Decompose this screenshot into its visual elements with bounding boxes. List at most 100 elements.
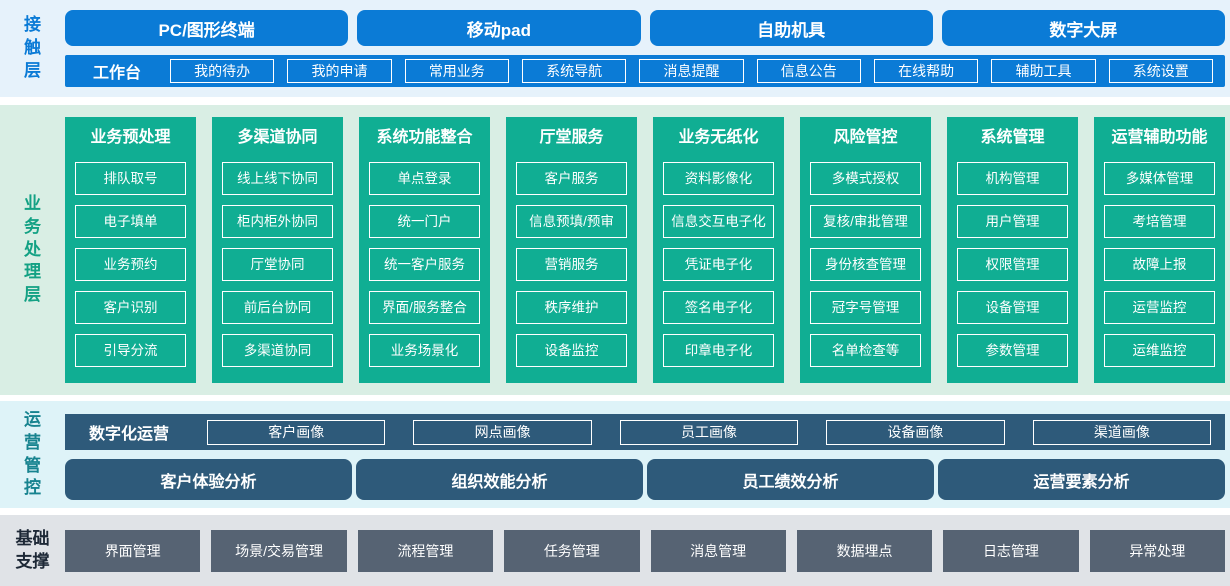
column-item: 多媒体管理: [1104, 162, 1215, 195]
column-item: 客户识别: [75, 291, 186, 324]
digital-operations-label: 数字化运营: [88, 426, 169, 443]
column-title: 系统功能整合: [376, 129, 473, 146]
column-item: 多渠道协同: [222, 334, 333, 367]
column-title: 业务无纸化: [678, 129, 759, 146]
digital-operations-bar: 数字化运营 客户画像 网点画像 员工画像 设备画像 渠道画像: [65, 414, 1225, 450]
profile-item-employee: 员工画像: [619, 419, 799, 445]
analysis-row: 客户体验分析 组织效能分析 员工绩效分析 运营要素分析: [65, 459, 1225, 500]
column-item: 签名电子化: [663, 291, 774, 324]
profile-item-branch: 网点画像: [413, 419, 592, 445]
business-columns: 业务预处理 排队取号 电子填单 业务预约 客户识别 引导分流 多渠道协同 线上线…: [65, 105, 1230, 395]
foundation-layer-band: 基础支撑 界面管理 场景/交易管理 流程管理 任务管理 消息管理 数据埋点 日志…: [0, 515, 1230, 586]
contact-layer-band: 接触层 PC/图形终端 移动pad 自助机具 数字大屏 工作台 我的待办 我的申…: [0, 0, 1230, 97]
business-column-system-integration: 系统功能整合 单点登录 统一门户 统一客户服务 界面/服务整合 业务场景化: [359, 117, 490, 383]
column-item: 复核/审批管理: [810, 205, 921, 238]
business-layer-label: 业务处理层: [24, 193, 41, 305]
foundation-item-task-mgmt: 任务管理: [504, 529, 640, 572]
column-title: 系统管理: [980, 129, 1045, 146]
column-item: 参数管理: [957, 334, 1068, 367]
foundation-items-row: 界面管理 场景/交易管理 流程管理 任务管理 消息管理 数据埋点 日志管理 异常…: [65, 515, 1230, 586]
business-layer-band: 业务处理层 业务预处理 排队取号 电子填单 业务预约 客户识别 引导分流 多渠道…: [0, 105, 1230, 395]
analysis-box-org-efficiency: 组织效能分析: [356, 459, 643, 500]
column-item: 考培管理: [1104, 205, 1215, 238]
workbench-item-my-applications: 我的申请: [287, 59, 392, 83]
business-column-preprocess: 业务预处理 排队取号 电子填单 业务预约 客户识别 引导分流: [65, 117, 196, 383]
workbench-item-my-todo: 我的待办: [170, 59, 275, 83]
business-column-hall-service: 厅堂服务 客户服务 信息预填/预审 营销服务 秩序维护 设备监控: [506, 117, 637, 383]
business-column-system-mgmt: 系统管理 机构管理 用户管理 权限管理 设备管理 参数管理: [947, 117, 1078, 383]
column-title: 多渠道协同: [237, 129, 318, 146]
column-item: 线上线下协同: [222, 162, 333, 195]
column-item: 客户服务: [516, 162, 627, 195]
workbench-item-online-help: 在线帮助: [873, 59, 979, 83]
column-item: 运营监控: [1104, 291, 1215, 324]
column-item: 厅堂协同: [222, 248, 333, 281]
contact-layer-gutter: 接触层: [0, 0, 65, 97]
operations-layer-band: 运营管控 数字化运营 客户画像 网点画像 员工画像 设备画像 渠道画像 客户体验…: [0, 401, 1230, 508]
foundation-item-scene-transaction-mgmt: 场景/交易管理: [211, 529, 347, 572]
foundation-item-message-mgmt: 消息管理: [650, 529, 786, 572]
channel-box-mobile-pad: 移动pad: [357, 10, 641, 46]
channel-box-pc-terminal: PC/图形终端: [65, 10, 349, 46]
column-item: 权限管理: [957, 248, 1068, 281]
workbench-item-system-navigation: 系统导航: [521, 59, 627, 83]
workbench-bar: 工作台 我的待办 我的申请 常用业务 系统导航 消息提醒 信息公告 在线帮助 辅…: [65, 55, 1225, 87]
column-item: 名单检查等: [810, 334, 921, 367]
contact-layer-label: 接触层: [24, 15, 41, 80]
profile-item-customer: 客户画像: [207, 419, 386, 445]
workbench-item-common-business: 常用业务: [404, 59, 509, 83]
column-item: 用户管理: [957, 205, 1068, 238]
column-item: 设备监控: [516, 334, 627, 367]
column-item: 设备管理: [957, 291, 1068, 324]
profile-item-channel: 渠道画像: [1032, 419, 1212, 445]
column-title: 业务预处理: [90, 129, 171, 146]
column-item: 信息预填/预审: [516, 205, 627, 238]
foundation-item-interface-mgmt: 界面管理: [65, 529, 201, 572]
column-item: 冠字号管理: [810, 291, 921, 324]
channel-box-self-service: 自助机具: [649, 10, 933, 46]
column-title: 风险管控: [833, 129, 898, 146]
foundation-layer-gutter: 基础支撑: [0, 515, 65, 586]
operations-layer-content: 数字化运营 客户画像 网点画像 员工画像 设备画像 渠道画像 客户体验分析 组织…: [65, 401, 1230, 508]
column-item: 秩序维护: [516, 291, 627, 324]
analysis-box-ops-elements: 运营要素分析: [938, 459, 1225, 500]
analysis-box-employee-performance: 员工绩效分析: [647, 459, 934, 500]
column-item: 引导分流: [75, 334, 186, 367]
column-item: 前后台协同: [222, 291, 333, 324]
column-item: 凭证电子化: [663, 248, 774, 281]
business-column-ops-auxiliary: 运营辅助功能 多媒体管理 考培管理 故障上报 运营监控 运维监控: [1094, 117, 1225, 383]
analysis-box-customer-experience: 客户体验分析: [65, 459, 352, 500]
business-column-multichannel: 多渠道协同 线上线下协同 柜内柜外协同 厅堂协同 前后台协同 多渠道协同: [212, 117, 343, 383]
column-item: 电子填单: [75, 205, 186, 238]
column-item: 机构管理: [957, 162, 1068, 195]
business-column-paperless: 业务无纸化 资料影像化 信息交互电子化 凭证电子化 签名电子化 印章电子化: [653, 117, 784, 383]
column-title: 厅堂服务: [539, 129, 604, 146]
contact-layer-content: PC/图形终端 移动pad 自助机具 数字大屏 工作台 我的待办 我的申请 常用…: [65, 0, 1230, 97]
workbench-item-message-reminder: 消息提醒: [639, 59, 744, 83]
column-item: 业务场景化: [369, 334, 480, 367]
operations-layer-gutter: 运营管控: [0, 401, 65, 508]
workbench-item-auxiliary-tools: 辅助工具: [991, 59, 1096, 83]
column-item: 统一客户服务: [369, 248, 480, 281]
workbench-item-info-announcement: 信息公告: [756, 59, 861, 83]
foundation-layer-label: 基础支撑: [15, 529, 50, 571]
column-item: 柜内柜外协同: [222, 205, 333, 238]
profile-item-device: 设备画像: [826, 419, 1005, 445]
column-item: 单点登录: [369, 162, 480, 195]
column-item: 界面/服务整合: [369, 291, 480, 324]
column-item: 营销服务: [516, 248, 627, 281]
channel-box-digital-screen: 数字大屏: [941, 10, 1225, 46]
foundation-item-data-tracking: 数据埋点: [796, 529, 933, 572]
business-layer-gutter: 业务处理层: [0, 105, 65, 395]
column-item: 印章电子化: [663, 334, 774, 367]
foundation-item-process-mgmt: 流程管理: [357, 529, 494, 572]
column-item: 身份核查管理: [810, 248, 921, 281]
workbench-item-system-settings: 系统设置: [1108, 59, 1213, 83]
column-title: 运营辅助功能: [1111, 129, 1208, 146]
foundation-item-exception-handling: 异常处理: [1089, 529, 1225, 572]
column-item: 故障上报: [1104, 248, 1215, 281]
channel-row: PC/图形终端 移动pad 自助机具 数字大屏: [65, 10, 1225, 46]
workbench-label: 工作台: [92, 65, 141, 82]
column-item: 统一门户: [369, 205, 480, 238]
column-item: 业务预约: [75, 248, 186, 281]
